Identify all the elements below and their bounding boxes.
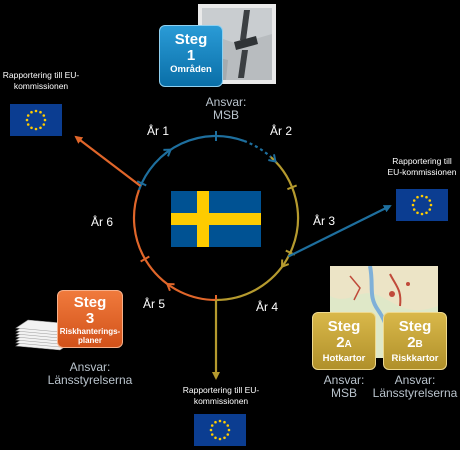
eu-star <box>39 110 42 114</box>
year-label-5: År 5 <box>143 297 166 311</box>
eu-star <box>25 118 29 122</box>
step-2a-word: Steg <box>327 318 361 335</box>
step-3-responsibility: Ansvar: Länsstyrelserna <box>42 361 138 387</box>
step-3-responsibility-value: Länsstyrelserna <box>47 373 133 387</box>
step-2b-word: Steg <box>398 318 432 335</box>
cycle-chevron <box>280 259 290 269</box>
eu-star <box>30 126 33 130</box>
step-3-number: 3 <box>85 310 95 327</box>
eu-star <box>226 433 230 436</box>
step-2b-number: 2B <box>384 335 446 353</box>
year-label-2: År 2 <box>270 124 293 138</box>
step-2b-box: Steg 2B Riskkartor <box>383 312 447 370</box>
step-2b-number-suffix: B <box>415 339 423 350</box>
eu-star <box>223 436 226 440</box>
eu-star <box>42 123 46 126</box>
step-3-responsibility-label: Ansvar: <box>69 360 111 374</box>
eu-star <box>411 203 415 207</box>
eu-star <box>223 420 226 424</box>
report-label-bottom: Rapportering till EU-kommissionen <box>182 385 260 406</box>
report-arrow-top-left <box>74 135 142 187</box>
step-1-responsibility-label: Ansvar: <box>205 95 247 109</box>
eu-star <box>420 194 424 198</box>
step-3-word: Steg <box>73 294 107 311</box>
cycle-chevron <box>165 282 175 292</box>
eu-star <box>218 419 222 423</box>
eu-star <box>34 109 38 113</box>
step-2b-responsibility-label: Ansvar: <box>394 373 436 387</box>
step-2a-responsibility: Ansvar: MSB <box>314 374 374 400</box>
eu-flag-icon <box>194 414 246 446</box>
eu-star <box>209 428 213 432</box>
eu-star <box>210 433 214 436</box>
step-1-box: Steg 1 Områden <box>159 25 223 87</box>
eu-flag-icon <box>396 189 448 221</box>
eu-star <box>218 437 222 441</box>
eu-star <box>412 199 416 202</box>
eu-star <box>425 211 428 215</box>
year-label-6: År 6 <box>91 215 114 229</box>
step-2a-number-suffix: A <box>344 339 352 350</box>
step-2a-number: 2A <box>313 335 375 353</box>
step-1-responsibility: Ansvar: MSB <box>196 96 256 122</box>
cycle-tick <box>140 255 150 263</box>
eu-star <box>429 203 433 207</box>
eu-star <box>416 211 419 215</box>
eu-star <box>30 110 33 114</box>
step-3-subtitle: Riskhanterings-planer <box>59 327 121 345</box>
step-2a-box: Steg 2A Hotkartor <box>312 312 376 370</box>
year-label-4: År 4 <box>256 300 279 314</box>
eu-star <box>34 127 38 131</box>
step-1-subtitle: Områden <box>170 64 212 75</box>
step-1-responsibility-value: MSB <box>212 108 239 122</box>
eu-star <box>428 208 432 211</box>
report-arrow-right <box>287 205 392 258</box>
step-3-box: Steg 3 Riskhanterings-planer <box>57 290 123 348</box>
cycle-arc-gold <box>215 156 300 302</box>
eu-star <box>214 420 217 424</box>
eu-star <box>420 212 424 216</box>
eu-flag-icon <box>10 104 62 136</box>
cycle-arc-blue-dashed <box>243 139 272 158</box>
year-label-3: År 3 <box>313 214 336 228</box>
step-2b-subtitle: Riskkartor <box>391 353 439 364</box>
eu-star <box>42 114 46 117</box>
step-1-number: 1 <box>186 47 196 64</box>
eu-star <box>39 126 42 130</box>
eu-star <box>425 195 428 199</box>
eu-star <box>26 114 30 117</box>
step-2a-responsibility-value: MSB <box>330 386 357 400</box>
step-2b-responsibility: Ansvar: Länsstyrelserna <box>372 374 458 400</box>
eu-star <box>214 436 217 440</box>
cycle-arc-blue <box>137 134 245 191</box>
cycle-tick <box>136 180 147 187</box>
step-2a-number-digit: 2 <box>336 334 345 351</box>
cycle-chevron <box>268 154 277 163</box>
eu-star <box>226 424 230 427</box>
year-label-1: År 1 <box>147 124 170 138</box>
cycle-tick <box>287 184 298 191</box>
report-label-top-left: Rapportering till EU-kommissionen <box>2 70 80 91</box>
step-1-word: Steg <box>174 31 208 48</box>
sweden-flag-icon <box>171 191 261 247</box>
report-label-right: Rapportering till EU-kommissionen <box>387 156 457 177</box>
eu-star <box>210 424 214 427</box>
step-2a-subtitle: Hotkartor <box>322 353 366 364</box>
eu-star <box>428 199 432 202</box>
step-2b-number-digit: 2 <box>407 334 416 351</box>
eu-star <box>227 428 231 432</box>
eu-star <box>412 208 416 211</box>
eu-star <box>43 118 47 122</box>
cycle-chevron <box>163 148 173 157</box>
step-2a-responsibility-label: Ansvar: <box>323 373 365 387</box>
step-2b-responsibility-value: Länsstyrelserna <box>372 386 458 400</box>
eu-star <box>416 195 419 199</box>
eu-star <box>26 123 30 126</box>
cycle-arc-orange <box>132 189 217 302</box>
